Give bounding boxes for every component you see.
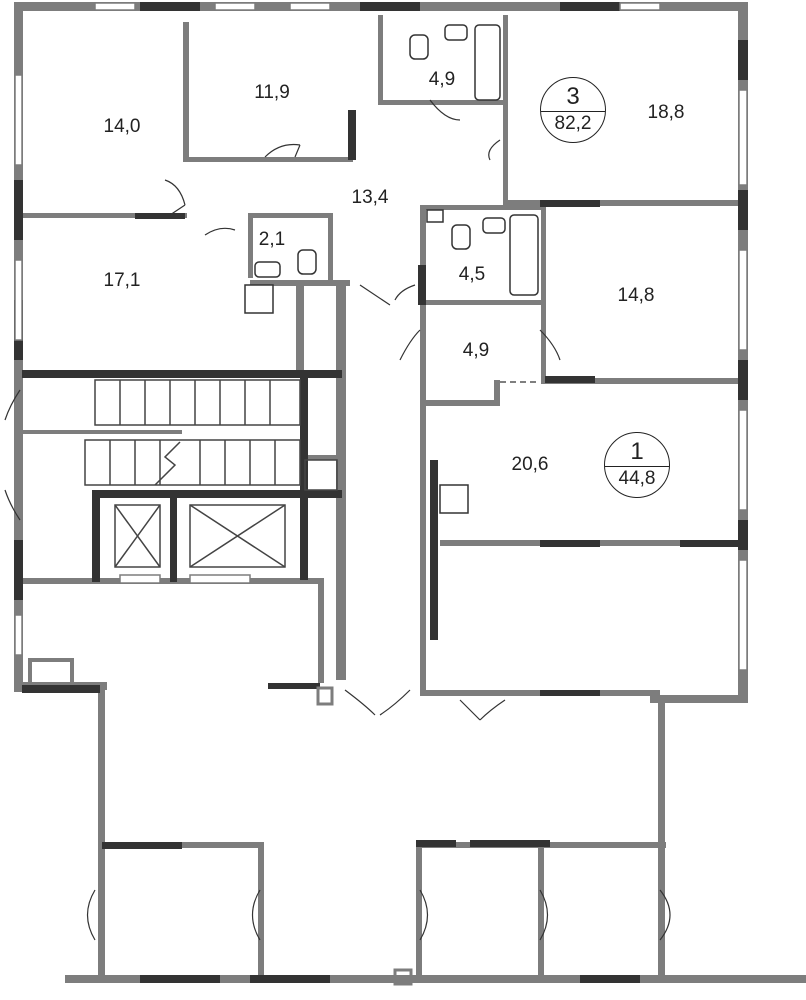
room-area-label: 4,5 [458, 264, 486, 285]
room-area-label: 13,4 [351, 187, 389, 208]
room-area-label: 2,1 [258, 229, 286, 250]
room-area-label: 18,8 [647, 102, 685, 123]
room-area-label: 11,9 [254, 82, 290, 103]
room-area-label: 4,9 [462, 340, 490, 361]
apartment-badge: 3 82,2 [540, 77, 606, 143]
room-area-label: 14,0 [103, 116, 141, 137]
apartment-rooms: 1 [630, 438, 644, 465]
apartment-badge: 1 44,8 [604, 432, 670, 498]
room-area-label: 20,6 [511, 454, 549, 475]
apartment-total-area: 82,2 [554, 113, 592, 134]
badge-divider [605, 466, 669, 467]
room-area-label: 14,8 [617, 285, 655, 306]
room-area-label: 17,1 [103, 270, 141, 291]
badge-divider [541, 111, 605, 112]
apartment-total-area: 44,8 [618, 468, 656, 489]
apartment-rooms: 3 [566, 83, 580, 110]
room-area-label: 4,9 [428, 69, 456, 90]
